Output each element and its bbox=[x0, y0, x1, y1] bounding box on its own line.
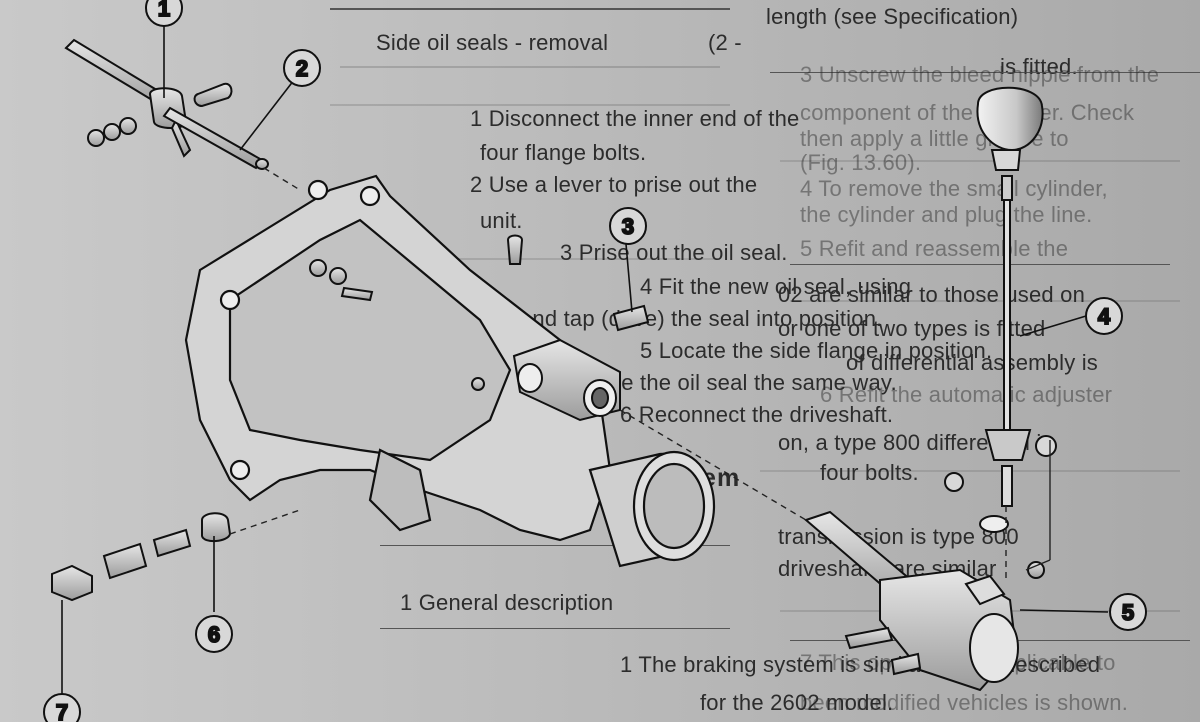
callout-2-circle bbox=[283, 49, 321, 87]
text-line: 1 General description bbox=[400, 590, 614, 615]
text-line: and tap (drive) the seal into position. bbox=[520, 306, 883, 331]
text-line: 5 Locate the side flange in position. bbox=[640, 338, 993, 363]
callout-1-label: 1 bbox=[158, 0, 170, 21]
callout-3-label: 3 bbox=[622, 214, 634, 239]
text-line: Side oil seals - removal bbox=[376, 30, 609, 55]
callout-1-circle bbox=[145, 0, 183, 27]
text-line: been modified vehicles is shown. bbox=[800, 690, 1129, 715]
mid-rule-right bbox=[790, 264, 1170, 265]
text-line: (Fig. 13.60). bbox=[800, 150, 922, 175]
callout-7-circle bbox=[43, 693, 81, 722]
callout-7-label: 7 bbox=[56, 700, 68, 722]
heading-rule bbox=[380, 545, 730, 546]
callout-5-label: 5 bbox=[1122, 600, 1134, 625]
text-line: 1 The braking system is similar to that … bbox=[620, 652, 1101, 677]
text-line: 1 Disconnect the inner end of the bbox=[470, 106, 800, 131]
top-rule-right bbox=[770, 72, 1200, 73]
text-line: or one of two types is fitted bbox=[778, 316, 1046, 341]
assembly-axis-lines bbox=[229, 167, 1051, 578]
sub-rule bbox=[380, 628, 730, 629]
text-line: 4 Fit the new oil seal, using bbox=[640, 274, 912, 299]
text-line: 4 To remove the small cylinder, bbox=[800, 176, 1108, 201]
callout-2-label: 2 bbox=[296, 56, 308, 81]
selector-guide-block bbox=[309, 234, 650, 422]
callout-4-label: 4 bbox=[1098, 304, 1111, 329]
text-line: for the 2602 model. bbox=[700, 690, 894, 715]
text-line: 3 Prise out the oil seal. bbox=[560, 240, 788, 265]
drain-bolt-spring-set bbox=[51, 512, 232, 602]
gear-lever bbox=[944, 86, 1057, 533]
text-line: four bolts. bbox=[820, 460, 919, 485]
gearbox-housing bbox=[184, 174, 716, 568]
text-line: component of the adjuster. Check bbox=[800, 100, 1135, 125]
callout-6-circle bbox=[195, 615, 233, 653]
callout-5-circle bbox=[1109, 593, 1147, 631]
callout-3-circle bbox=[609, 207, 647, 245]
text-line: the cylinder and plug the line. bbox=[800, 202, 1093, 227]
top-rule bbox=[330, 8, 730, 10]
text-line: (2 - bbox=[708, 30, 742, 55]
text-line: 3 Unscrew the bleed nipple from the bbox=[800, 62, 1160, 87]
callout-leaders bbox=[61, 26, 1109, 700]
text-line: 5 Refit and reassemble the bbox=[800, 236, 1069, 261]
text-line: 6 Refit the automatic adjuster bbox=[820, 382, 1113, 407]
text-line: 2 Use a lever to prise out the bbox=[470, 172, 758, 197]
text-line: unit. bbox=[480, 208, 523, 233]
text-line: 6 Reconnect the driveshaft. bbox=[620, 402, 894, 427]
text-line: length (see Specification) bbox=[766, 4, 1019, 29]
text-line: four flange bolts. bbox=[480, 140, 647, 165]
callout-4-circle bbox=[1085, 297, 1123, 335]
selector-rod-assembly bbox=[64, 38, 269, 170]
callout-markers: 1 2 3 4 5 6 7 bbox=[43, 0, 1147, 722]
text-line: of differential assembly is bbox=[846, 350, 1098, 375]
callout-6-label: 6 bbox=[208, 622, 220, 647]
lever-housing bbox=[804, 510, 1045, 692]
text-line: 02 are similar to those used on bbox=[778, 282, 1086, 307]
text-line: is fitted. bbox=[1000, 54, 1078, 79]
